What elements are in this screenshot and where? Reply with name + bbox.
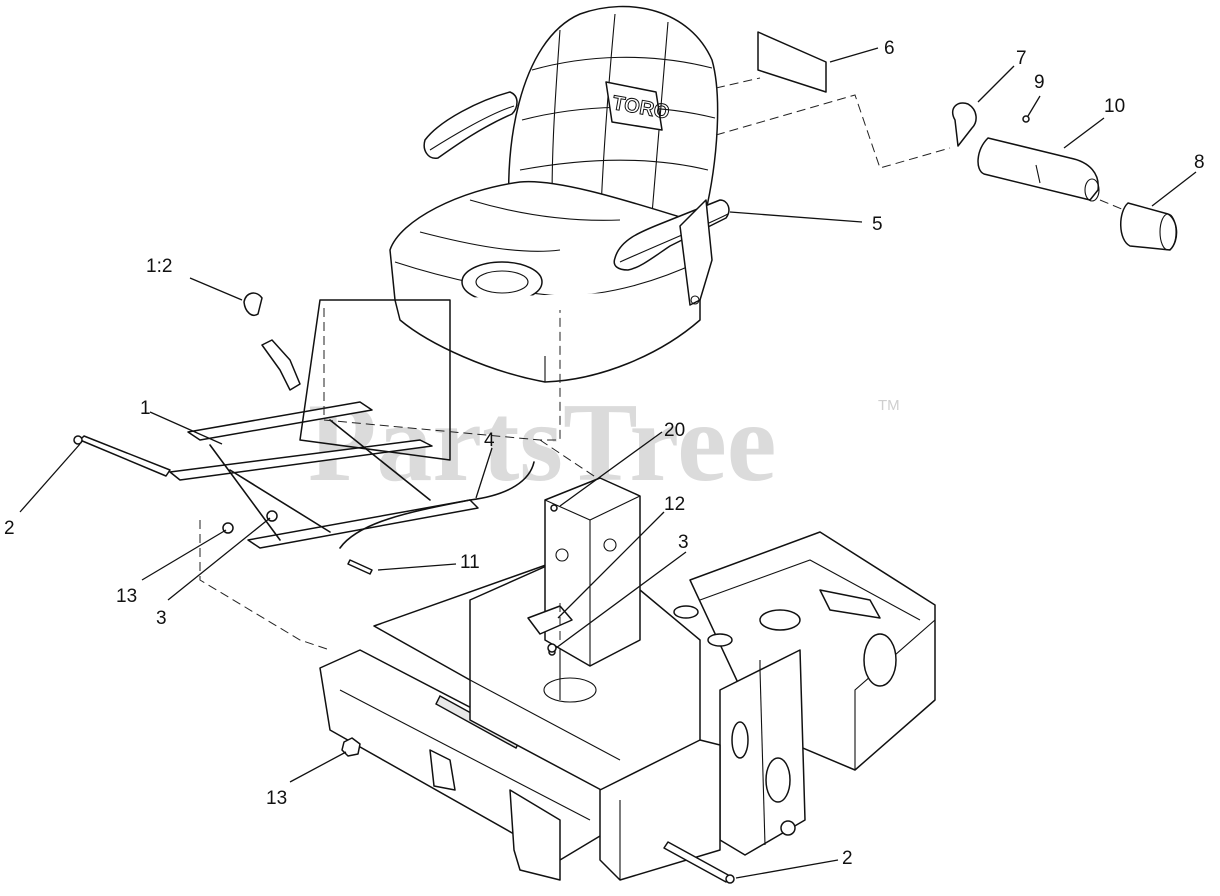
cap-part <box>1120 202 1178 251</box>
seat-assembly: TORO <box>389 5 730 383</box>
seat-accessory-parts <box>715 31 1178 251</box>
callout-labels: 6 7 9 10 8 5 1:2 1 4 20 12 3 2 13 3 11 1… <box>4 38 1205 869</box>
callout-9: 9 <box>1034 72 1045 93</box>
tube-part <box>977 137 1099 201</box>
callout-8: 8 <box>1194 152 1205 173</box>
callout-12: 12 <box>664 494 685 515</box>
callout-13-lower: 13 <box>266 788 287 809</box>
watermark-text: PartsTree <box>308 381 777 505</box>
decal-part <box>757 31 827 93</box>
chassis-frame <box>319 477 936 884</box>
callout-7: 7 <box>1016 48 1027 69</box>
callout-2-bottom: 2 <box>842 848 853 869</box>
screw-part <box>1022 115 1030 123</box>
callout-20: 20 <box>664 420 685 441</box>
callout-1-2: 1:2 <box>146 256 172 277</box>
callout-10: 10 <box>1104 96 1125 117</box>
callout-1: 1 <box>140 398 151 419</box>
seat-mount-assembly <box>73 292 601 651</box>
watermark-trademark: TM <box>878 397 900 414</box>
callout-2-left: 2 <box>4 518 15 539</box>
callout-4: 4 <box>484 430 495 451</box>
callout-13-upper: 13 <box>116 586 137 607</box>
callout-5: 5 <box>872 214 883 235</box>
leader-lines <box>19 47 1197 879</box>
clip-part <box>951 102 977 147</box>
callout-3-upper: 3 <box>678 532 689 553</box>
callout-3-lower: 3 <box>156 608 167 629</box>
callout-11: 11 <box>460 552 480 573</box>
callout-6: 6 <box>884 38 895 59</box>
